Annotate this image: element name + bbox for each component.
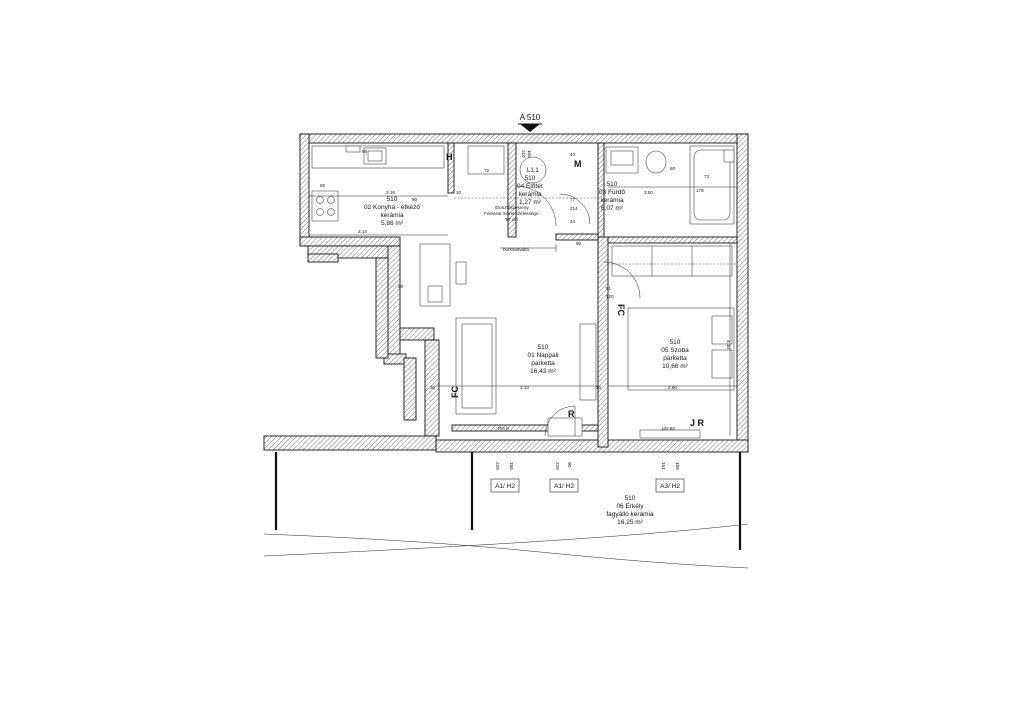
svg-text:4.10: 4.10 [726, 340, 731, 349]
fridge [467, 145, 505, 175]
svg-text:2.14: 2.14 [358, 229, 367, 234]
doors [515, 156, 641, 437]
room-label-erkely: 510 06 Erkély fagyálló kerámia 16,25 m² [606, 495, 654, 526]
tv-unit [579, 323, 597, 401]
toilet [645, 150, 667, 174]
notes: Elosztószekrény Felezési méret szélesség… [484, 205, 675, 431]
symbol-m: M [574, 159, 582, 169]
svg-text:10: 10 [456, 190, 462, 195]
svg-text:151: 151 [661, 462, 666, 470]
svg-text:6,07 m²: 6,07 m² [601, 205, 624, 212]
svg-text:01 Nappali: 01 Nappali [527, 352, 558, 359]
svg-text:5,88 m²: 5,88 m² [381, 220, 404, 227]
room-label-furdo: 510 03 Fürdő kerámia 6,07 m² [599, 181, 625, 212]
note-elosztoszekreny-1: Elosztószekrény [495, 205, 529, 210]
svg-text:72: 72 [484, 168, 490, 173]
svg-text:04 Előtér: 04 Előtér [517, 183, 544, 190]
svg-text:90: 90 [567, 462, 572, 468]
svg-text:03 Fürdő: 03 Fürdő [599, 189, 625, 196]
svg-text:30: 30 [430, 385, 436, 390]
svg-text:05 Szoba: 05 Szoba [661, 347, 689, 354]
svg-text:229: 229 [495, 462, 500, 470]
svg-text:90: 90 [412, 197, 418, 202]
symbol-l11: L1.1 [527, 168, 539, 174]
svg-text:91: 91 [606, 286, 612, 291]
balcony [263, 452, 749, 569]
stove [311, 190, 339, 222]
svg-text:120: 120 [606, 294, 614, 299]
room-label-eloter: 510 04 Előtér kerámia 1,27 m² [517, 175, 544, 206]
svg-text:90: 90 [576, 241, 582, 246]
l11-circle [519, 156, 547, 184]
room-label-szoba: 510 05 Szoba parketta 10,66 m² [661, 339, 689, 370]
svg-text:40: 40 [570, 152, 576, 157]
wardrobe [611, 245, 733, 277]
svg-text:210: 210 [521, 150, 526, 158]
svg-text:parketta: parketta [663, 355, 687, 362]
svg-text:44: 44 [570, 219, 576, 224]
dimension-lines [309, 186, 737, 436]
svg-text:510: 510 [625, 495, 636, 502]
symbol-fc-2: FC [450, 386, 460, 398]
svg-text:kerámia: kerámia [600, 197, 624, 204]
svg-text:1,27 m²: 1,27 m² [519, 199, 542, 206]
svg-text:150: 150 [675, 462, 680, 470]
room-label-nappali: 510 01 Nappali parketta 16,43 m² [527, 344, 558, 375]
note-elosztoszekreny-3: 57 cm [506, 217, 519, 222]
svg-text:73: 73 [704, 174, 710, 179]
walls [263, 133, 749, 453]
note-burkolatvalto: burkolatváltó [503, 247, 529, 252]
svg-text:3.50: 3.50 [644, 190, 653, 195]
svg-text:16,43 m²: 16,43 m² [530, 368, 556, 375]
svg-text:55: 55 [320, 183, 326, 188]
symbols: H M L1.1 FC FC R J R [446, 152, 705, 428]
svg-text:214: 214 [570, 206, 578, 211]
note-pfo: pfo 84 [662, 426, 675, 431]
svg-text:102: 102 [527, 150, 532, 158]
svg-text:96: 96 [362, 149, 368, 154]
window-tags: A1/ H2 A1/ H2 A3/ H2 [490, 478, 685, 493]
svg-text:2.60: 2.60 [668, 385, 677, 390]
symbol-jr: J R [690, 418, 705, 428]
svg-text:16,25 m²: 16,25 m² [617, 519, 643, 526]
svg-text:60: 60 [670, 166, 676, 171]
svg-text:02 Konyha - étkező: 02 Konyha - étkező [364, 204, 420, 211]
svg-text:3.16: 3.16 [386, 190, 395, 195]
svg-text:229: 229 [555, 462, 560, 470]
window-tag-2: A1/ H2 [554, 483, 574, 490]
section-marker-label: A 510 [520, 113, 541, 122]
svg-text:10,66 m²: 10,66 m² [662, 363, 688, 370]
svg-text:510: 510 [538, 344, 549, 351]
window-tag-3: A3/ H2 [660, 483, 680, 490]
svg-text:510: 510 [607, 181, 618, 188]
symbol-fc-1: FC [616, 304, 626, 316]
svg-text:10: 10 [596, 385, 602, 390]
svg-text:3.13: 3.13 [520, 385, 529, 390]
svg-text:fagyálló kerámia: fagyálló kerámia [606, 511, 654, 518]
svg-text:510: 510 [525, 175, 536, 182]
window-tag-1: A1/ H2 [495, 483, 515, 490]
svg-text:150: 150 [509, 462, 514, 470]
svg-text:77: 77 [570, 197, 576, 202]
balcony-door-rail [639, 429, 701, 439]
symbol-r: R [568, 409, 575, 419]
svg-text:178: 178 [696, 188, 704, 193]
room-label-konyha: 510 02 Konyha - étkező kerámia 5,88 m² [364, 196, 420, 227]
svg-text:510: 510 [670, 339, 681, 346]
symbol-h: H [446, 152, 453, 162]
svg-text:kerámia: kerámia [380, 212, 404, 219]
dimension-texts: 3.16 2.14 3.13 3.50 2.60 4.10 214 90 77 … [320, 149, 731, 470]
note-elosztoszekreny-2: Felezési méret szélessége: [484, 211, 540, 216]
note-pm: Pm 0 [498, 426, 509, 431]
svg-text:parketta: parketta [531, 360, 555, 367]
svg-text:06 Erkély: 06 Erkély [616, 503, 644, 510]
svg-text:510: 510 [387, 196, 398, 203]
svg-text:kerámia: kerámia [518, 191, 542, 198]
section-marker: A 510 [518, 113, 542, 132]
svg-text:30: 30 [398, 284, 404, 289]
